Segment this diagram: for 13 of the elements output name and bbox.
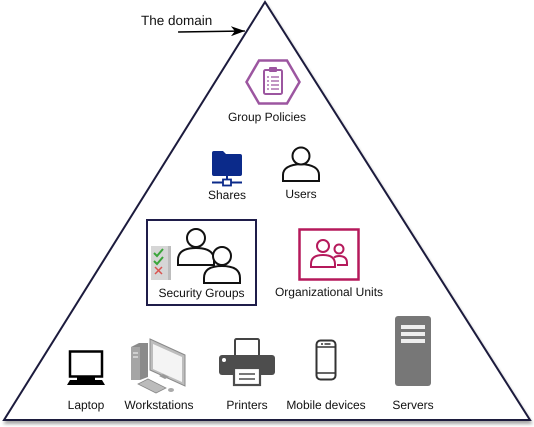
arrow — [178, 26, 245, 36]
icon-caption: Security Groups — [158, 286, 245, 300]
icon-caption: Organizational Units — [274, 285, 384, 299]
icon-caption: Mobile devices — [286, 398, 366, 412]
pointer-label: The domain — [141, 13, 212, 29]
icon-caption: Shares — [208, 188, 246, 202]
icon-caption: Laptop — [68, 398, 104, 412]
framed-panel — [146, 219, 257, 306]
icon-caption: Group Policies — [228, 110, 306, 124]
icon-caption: Servers — [392, 398, 434, 412]
icon-caption: Users — [285, 187, 317, 201]
icon-caption: Printers — [226, 398, 268, 412]
icon-caption: Workstations — [124, 398, 194, 412]
